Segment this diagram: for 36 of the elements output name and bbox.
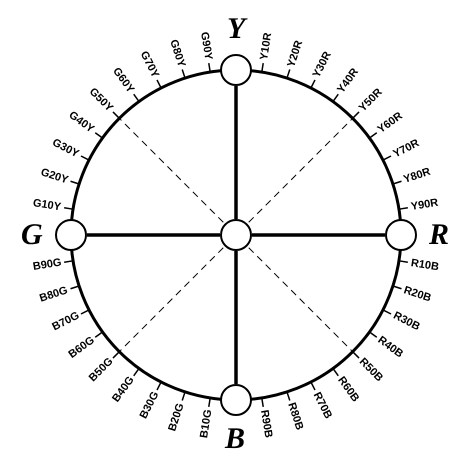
connector-line: [87, 233, 220, 237]
circle-node: [220, 384, 252, 416]
hue-label: R10B: [410, 256, 440, 274]
hue-label: B30G: [137, 390, 161, 422]
hue-label: Y80R: [402, 166, 432, 186]
hue-label: R20B: [402, 284, 433, 304]
hue-letter: R: [429, 220, 450, 250]
hue-label: B90G: [32, 256, 62, 274]
connector-line: [252, 233, 385, 237]
hue-label: B70G: [50, 310, 81, 334]
circle-node: [220, 219, 252, 251]
connector-line: [234, 251, 238, 384]
connector-line: [234, 86, 238, 219]
hue-letter: Y: [227, 14, 246, 44]
circle-node: [385, 219, 417, 251]
circle-node: [55, 219, 87, 251]
hue-label: R80B: [284, 401, 306, 432]
circle-node: [220, 54, 252, 86]
hue-label: G10Y: [32, 196, 62, 214]
hue-label: B80G: [38, 284, 70, 304]
hue-label: R30B: [390, 310, 422, 334]
hue-letter: G: [21, 220, 43, 250]
hue-letter: B: [225, 424, 246, 454]
hue-label: G20Y: [39, 166, 70, 186]
hue-label: B10G: [198, 408, 214, 440]
hue-label: Y70R: [390, 136, 421, 160]
hue-label: G30Y: [50, 136, 81, 160]
hue-label: G90Y: [198, 31, 214, 62]
hue-label: R70B: [311, 390, 334, 420]
hue-label: Y90R: [410, 197, 439, 214]
hue-label: G80Y: [166, 38, 187, 68]
hue-label: R90B: [258, 408, 274, 439]
hue-label: B20G: [166, 401, 187, 433]
hue-label: G70Y: [138, 49, 161, 80]
hue-label: Y20R: [284, 38, 305, 68]
hue-label: Y10R: [258, 32, 274, 62]
